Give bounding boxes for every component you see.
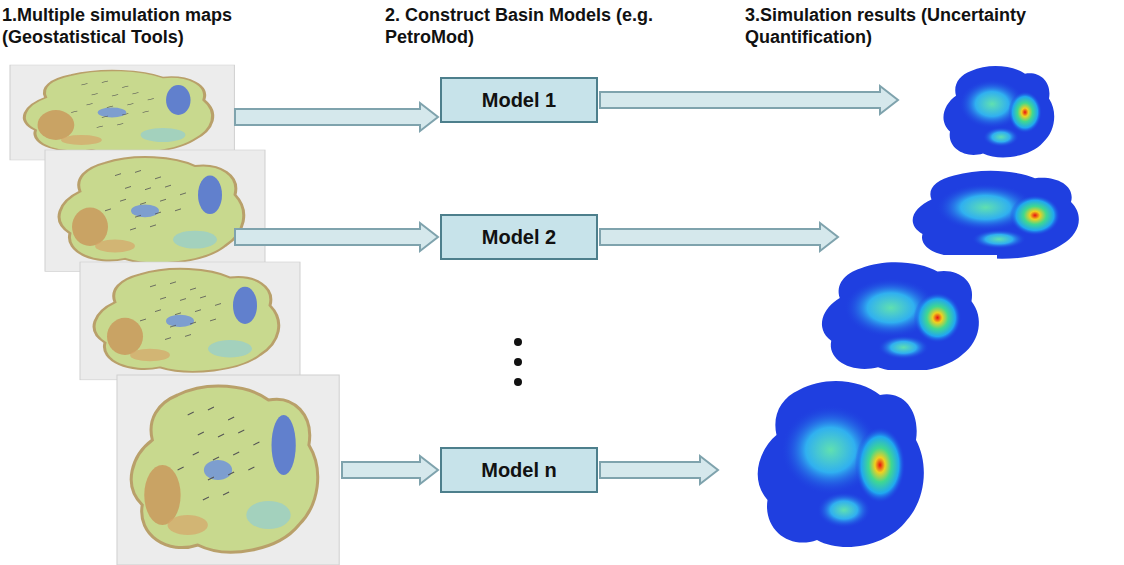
column-heading: 2. Construct Basin Models (e.g. PetroMod… (385, 4, 675, 48)
model-box: Model n (440, 447, 598, 493)
column-heading: 1.Multiple simulation maps (Geostatistic… (2, 4, 302, 48)
model-box: Model 2 (440, 214, 598, 260)
column-heading: 3.Simulation results (Uncertainty Quanti… (745, 4, 1060, 48)
ellipsis-dots (514, 338, 522, 386)
model-label: Model 1 (482, 89, 556, 112)
model-box: Model 1 (440, 77, 598, 123)
model-label: Model n (481, 459, 557, 482)
model-label: Model 2 (482, 226, 556, 249)
flow-arrow (235, 86, 898, 484)
